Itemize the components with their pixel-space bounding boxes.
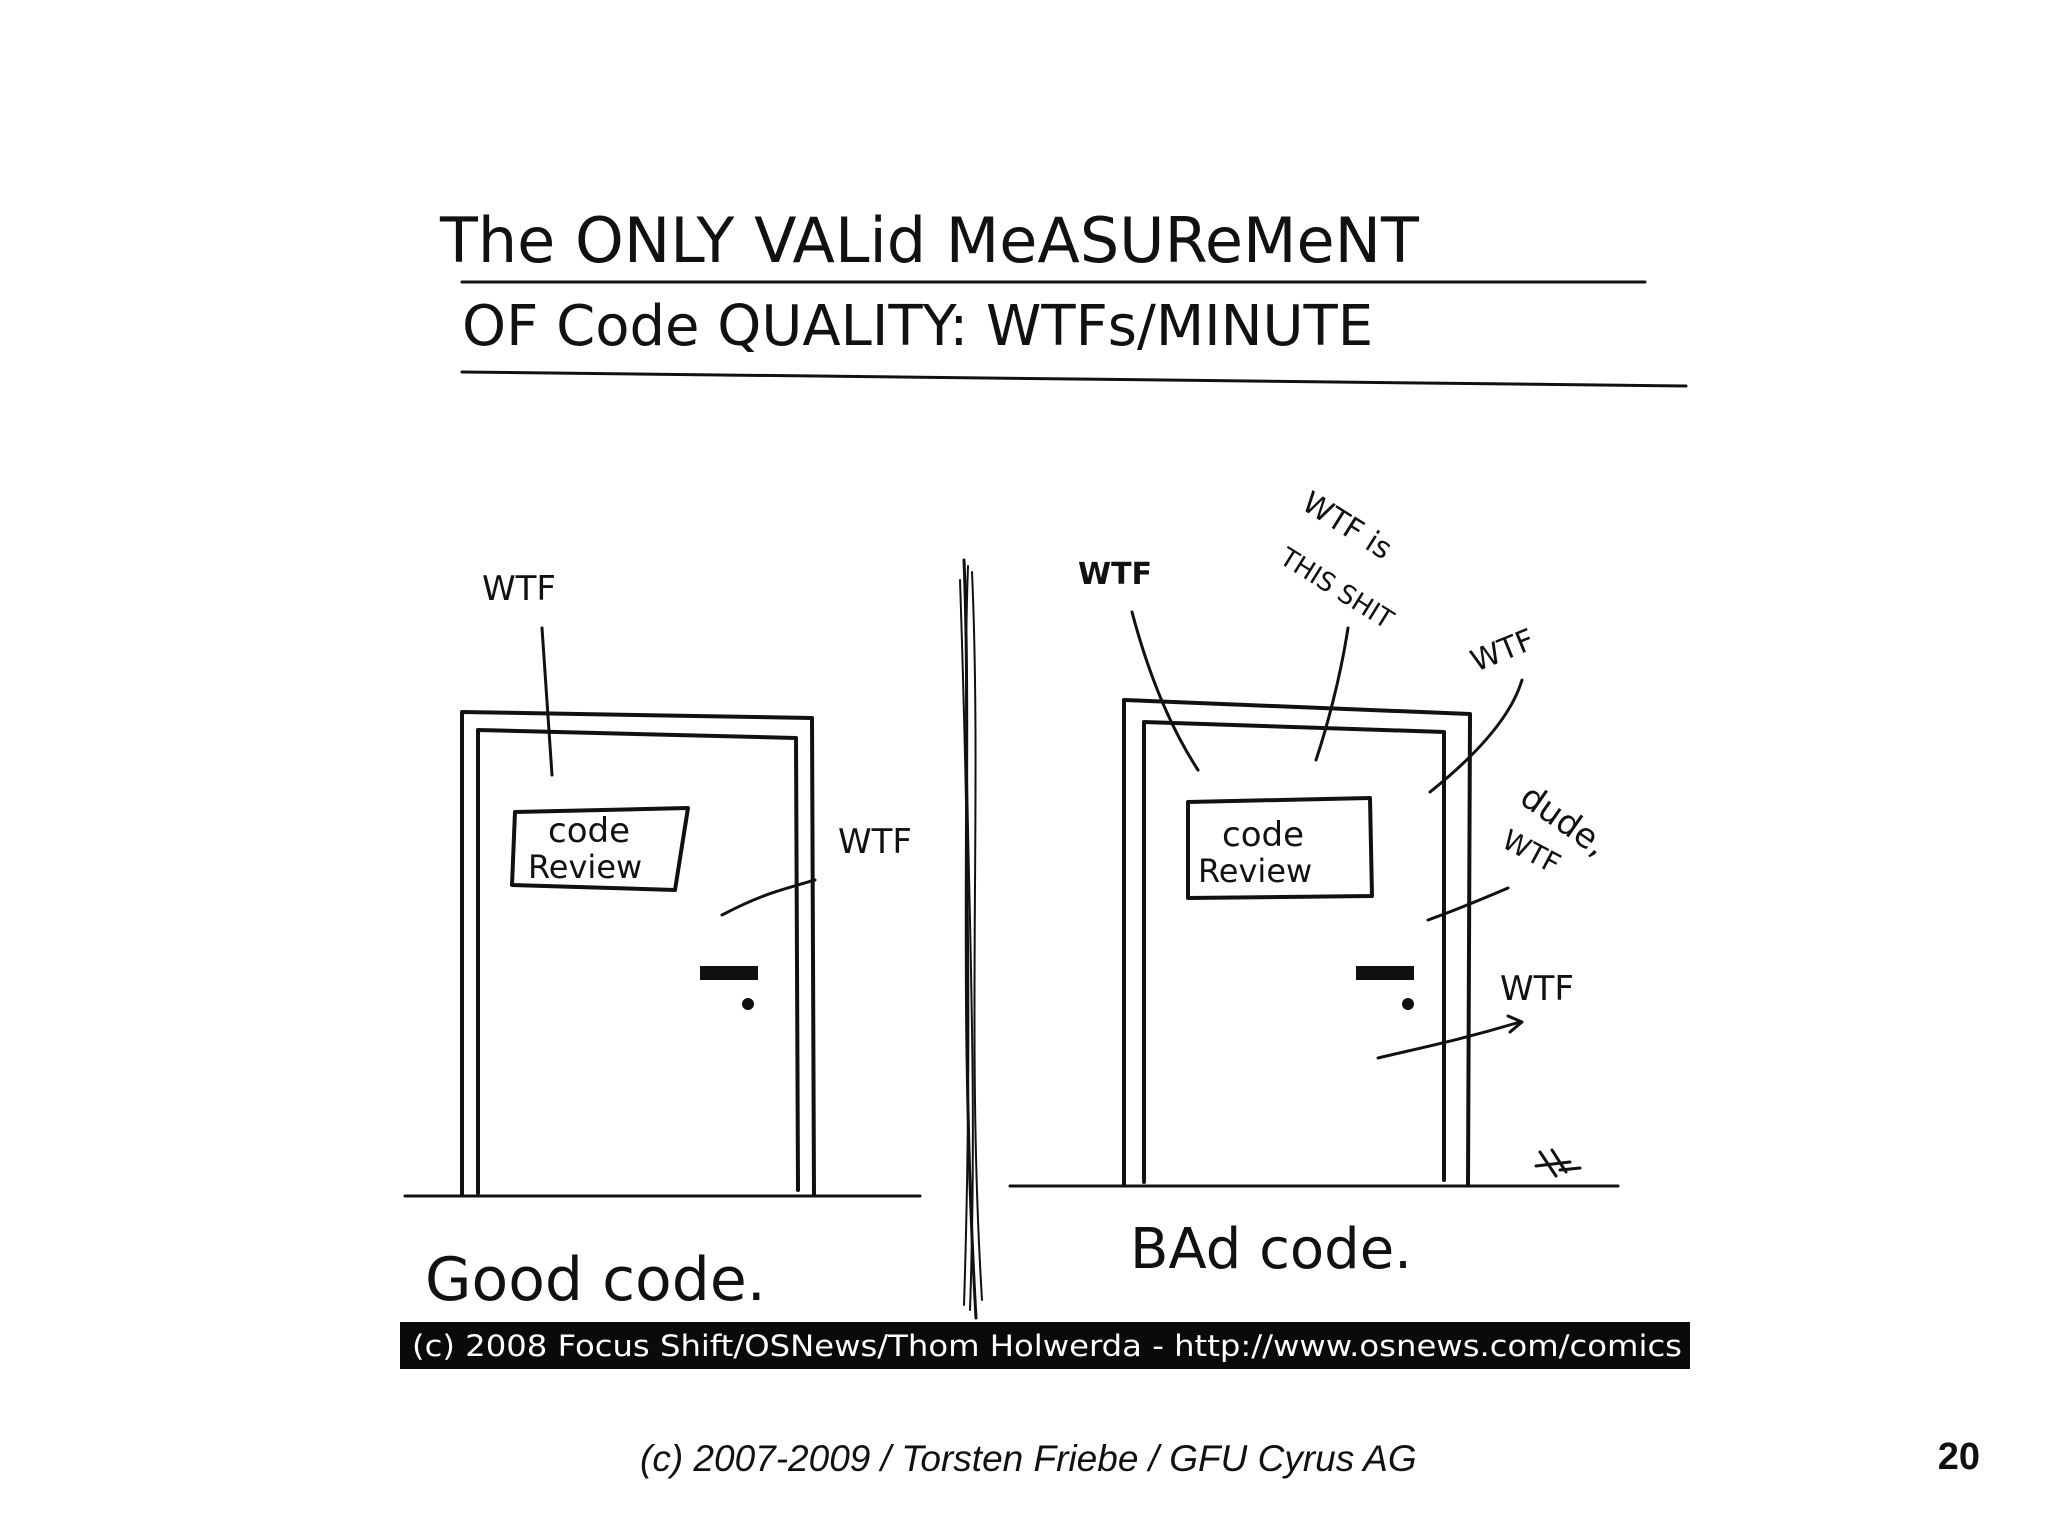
left-code-review-sign: [510, 806, 690, 892]
right-door-handle: [1356, 966, 1414, 980]
title-line-1: The ONLY VALid MeASUReMeNT: [439, 204, 1420, 277]
right-door-frame: [1122, 698, 1472, 1187]
right-dude-pointer: [1426, 886, 1510, 922]
good-code-panel: code Review WTF WTF Good code.: [403, 569, 922, 1315]
left-wtf-top-pointer: [540, 626, 554, 777]
right-code-review-sign: [1186, 796, 1374, 900]
bad-code-panel: code Review WTF WTF is THIS SHIT WTF dud…: [1008, 485, 1620, 1282]
left-wtf-right: WTF: [838, 822, 912, 862]
bad-code-caption: BAd code.: [1130, 1217, 1412, 1282]
left-door-handle: [700, 966, 758, 980]
right-wtf-upper: WTF: [1466, 623, 1540, 680]
title-underline-2: [460, 370, 1688, 388]
slide-footer: (c) 2007-2009 / Torsten Friebe / GFU Cyr…: [640, 1438, 1417, 1479]
right-wtf-bottom-pointer: [1376, 1020, 1522, 1060]
left-keyhole: [742, 998, 754, 1010]
right-sign-line-1: code: [1222, 815, 1304, 855]
left-sign-line-1: code: [548, 811, 630, 851]
right-wtf-left: WTF: [1078, 557, 1152, 592]
title-line-2: OF Code QUALITY: WTFs/MINUTE: [462, 294, 1373, 359]
left-door-frame: [460, 710, 816, 1197]
page-number: 20: [1937, 1436, 1980, 1478]
comic-copyright-bar: (c) 2008 Focus Shift/OSNews/Thom Holwerd…: [400, 1322, 1690, 1369]
comic-copyright: (c) 2008 Focus Shift/OSNews/Thom Holwerd…: [412, 1329, 1682, 1363]
right-sign-line-2: Review: [1198, 852, 1312, 890]
left-sign-line-2: Review: [528, 848, 642, 886]
right-door: [1142, 720, 1446, 1184]
artist-signature: [1534, 1148, 1582, 1178]
left-wtf-right-pointer: [720, 878, 817, 917]
comic-title: The ONLY VALid MeASUReMeNT OF Code QUALI…: [439, 204, 1688, 388]
right-wtf-bottom: WTF: [1500, 969, 1574, 1009]
right-keyhole: [1402, 998, 1414, 1010]
right-wtf-upper-pointer: [1428, 678, 1524, 794]
left-wtf-top: WTF: [482, 569, 556, 609]
left-door: [476, 728, 800, 1195]
good-code-caption: Good code.: [425, 1245, 766, 1315]
right-wtf-left-pointer: [1130, 610, 1200, 772]
right-wtf-is-pointer: [1314, 626, 1350, 762]
panel-divider: [959, 558, 983, 1320]
